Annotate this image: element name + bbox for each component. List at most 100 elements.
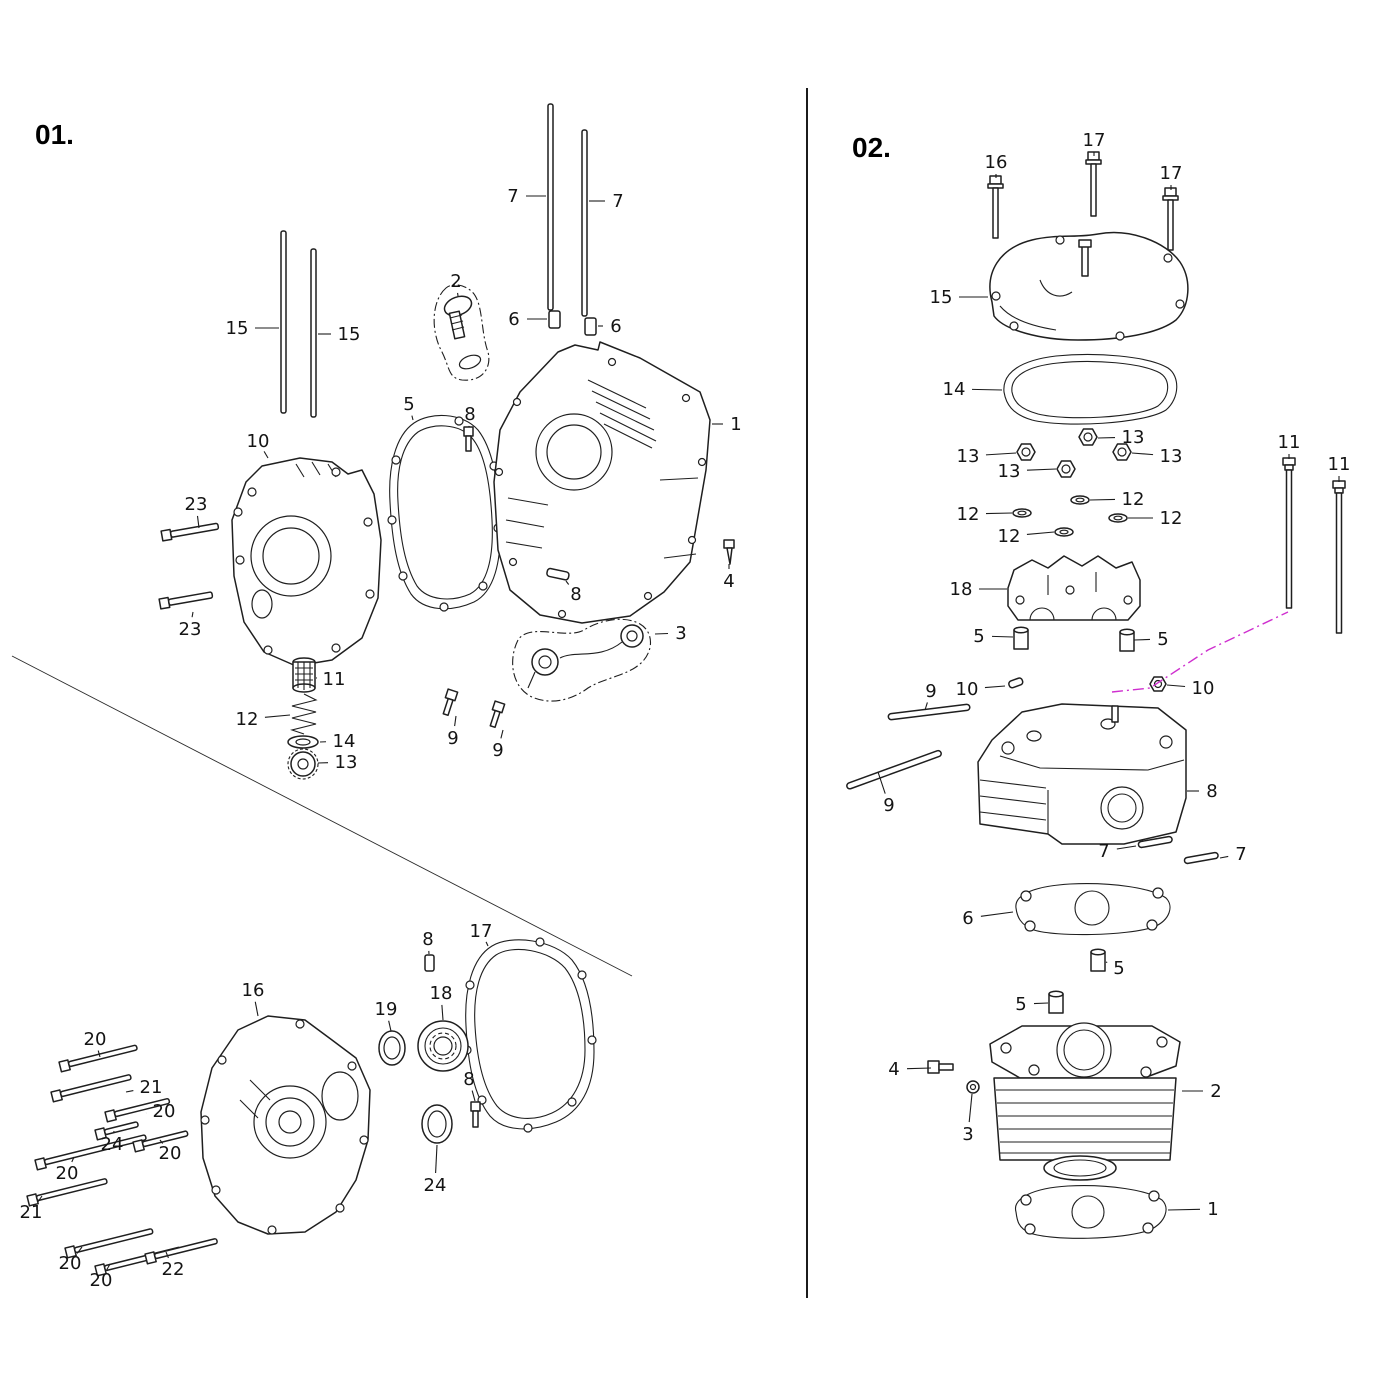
- callout-number: 6: [962, 908, 973, 929]
- dowel-5-b: [1119, 628, 1135, 652]
- washer-3: [966, 1080, 980, 1094]
- callout-number: 5: [1015, 994, 1026, 1015]
- callout-number: 18: [430, 983, 453, 1004]
- callout-number: 2: [450, 271, 461, 292]
- callout-number: 11: [1278, 432, 1301, 453]
- oil-dipstick-2: [433, 284, 490, 381]
- callout-number: 23: [185, 494, 208, 515]
- dowel-5-d: [1048, 990, 1064, 1014]
- oil-seal-24: [421, 1104, 453, 1144]
- callout-number: 16: [985, 152, 1008, 173]
- callout-number: 15: [338, 324, 361, 345]
- callout-number: 16: [242, 980, 265, 1001]
- callout-number: 6: [508, 309, 519, 330]
- callout-leader: [1105, 961, 1108, 964]
- bolts-9: [442, 688, 506, 729]
- callout-leader: [971, 388, 1003, 391]
- bolt-17-b: [1162, 187, 1179, 251]
- callout-number: 5: [1157, 629, 1168, 650]
- callout-number: 12: [1160, 508, 1183, 529]
- callout-leader: [411, 415, 414, 421]
- nut-10: [1149, 676, 1167, 692]
- callout-number: 24: [101, 1134, 124, 1155]
- callout-leader: [1033, 1002, 1049, 1005]
- callout-number: 8: [422, 929, 433, 950]
- callout-number: 7: [612, 191, 623, 212]
- callout-number: 19: [375, 999, 398, 1020]
- callout-number: 14: [943, 379, 966, 400]
- callout-leader: [454, 715, 457, 727]
- callout-number: 24: [424, 1175, 447, 1196]
- callout-number: 12: [1122, 489, 1145, 510]
- callout-leader: [1133, 638, 1151, 641]
- bolt-16: [987, 175, 1004, 239]
- bearing-18: [417, 1020, 469, 1072]
- callout-number: 13: [1160, 446, 1183, 467]
- callout-number: 4: [723, 571, 734, 592]
- crankcase-half-1: [493, 341, 711, 624]
- callout-leader: [1089, 498, 1116, 501]
- callout-number: 15: [930, 287, 953, 308]
- callout-number: 13: [998, 461, 1021, 482]
- callout-number: 7: [507, 186, 518, 207]
- pin-8-mid: [546, 567, 570, 581]
- callout-number: 20: [59, 1253, 82, 1274]
- callout-leader: [968, 1093, 973, 1123]
- callout-number: 10: [1192, 678, 1215, 699]
- callout-number: 20: [153, 1101, 176, 1122]
- callout-number: 12: [957, 504, 980, 525]
- callout-leader: [196, 515, 200, 529]
- callout-number: 3: [675, 623, 686, 644]
- callout-number: 6: [610, 316, 621, 337]
- head-gasket-6: [1015, 883, 1171, 936]
- callout-number: 8: [463, 1069, 474, 1090]
- cover-gasket-17: [462, 937, 597, 1133]
- callout-number: 20: [159, 1143, 182, 1164]
- callout-leader: [106, 1263, 111, 1270]
- callout-number: 9: [492, 740, 503, 761]
- valve-cover-gasket-14: [1003, 353, 1178, 425]
- callout-number: 9: [447, 728, 458, 749]
- bolt-17-a: [1085, 151, 1102, 217]
- cylinder-block-2: [989, 1022, 1181, 1181]
- callout-leader: [191, 611, 194, 618]
- callout-number: 8: [570, 584, 581, 605]
- callout-number: 10: [956, 679, 979, 700]
- callout-number: 13: [1122, 427, 1145, 448]
- callout-number: 1: [1207, 1199, 1218, 1220]
- callout-number: 4: [888, 1059, 899, 1080]
- pin-8-lower-top: [424, 954, 435, 972]
- callout-leader: [877, 771, 886, 794]
- callout-number: 14: [333, 731, 356, 752]
- bolt-8-lower: [470, 1101, 481, 1128]
- callout-number: 18: [950, 579, 973, 600]
- oil-seal-19: [378, 1030, 406, 1066]
- callout-number: 13: [335, 752, 358, 773]
- callout-leader: [1167, 1208, 1201, 1211]
- callout-leader: [1219, 855, 1229, 859]
- callout-leader: [159, 1139, 164, 1144]
- oil-filter-screen-11: [292, 657, 316, 693]
- crankcase-cover-16: [200, 1015, 371, 1235]
- oil-sensor-3: [512, 618, 652, 702]
- callout-number: 20: [84, 1029, 107, 1050]
- crankcase-half-10: [231, 457, 382, 667]
- callout-number: 1: [730, 414, 741, 435]
- callout-number: 9: [925, 681, 936, 702]
- callout-leader: [165, 1251, 169, 1259]
- callout-leader: [1026, 468, 1057, 471]
- callout-leader: [441, 1004, 444, 1021]
- callout-leader: [485, 941, 489, 947]
- valve-nuts-13: [1016, 428, 1132, 478]
- callout-leader: [76, 1246, 83, 1254]
- callout-number: 17: [470, 921, 493, 942]
- dowel-5-c: [1090, 948, 1106, 972]
- callout-leader: [500, 729, 504, 739]
- bolts-23: [158, 522, 220, 610]
- push-rod-9-b: [846, 749, 942, 790]
- callout-number: 7: [1235, 844, 1246, 865]
